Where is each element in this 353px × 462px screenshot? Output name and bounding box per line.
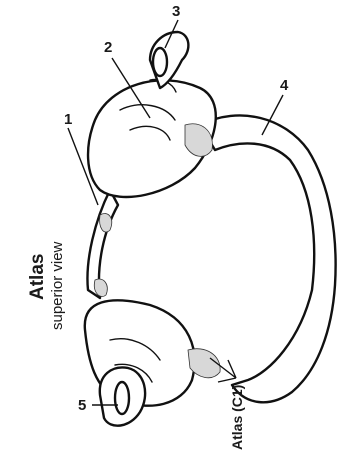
label-1: 1	[64, 111, 72, 128]
vertebra-label: Atlas (C1)	[229, 385, 245, 450]
diagram-title: Atlas	[27, 254, 48, 300]
atlas-bone	[85, 32, 336, 426]
label-4: 4	[280, 77, 289, 94]
label-5: 5	[78, 397, 86, 414]
label-2: 2	[104, 39, 112, 56]
diagram-subtitle: superior view	[49, 241, 66, 330]
label-3: 3	[172, 3, 180, 20]
